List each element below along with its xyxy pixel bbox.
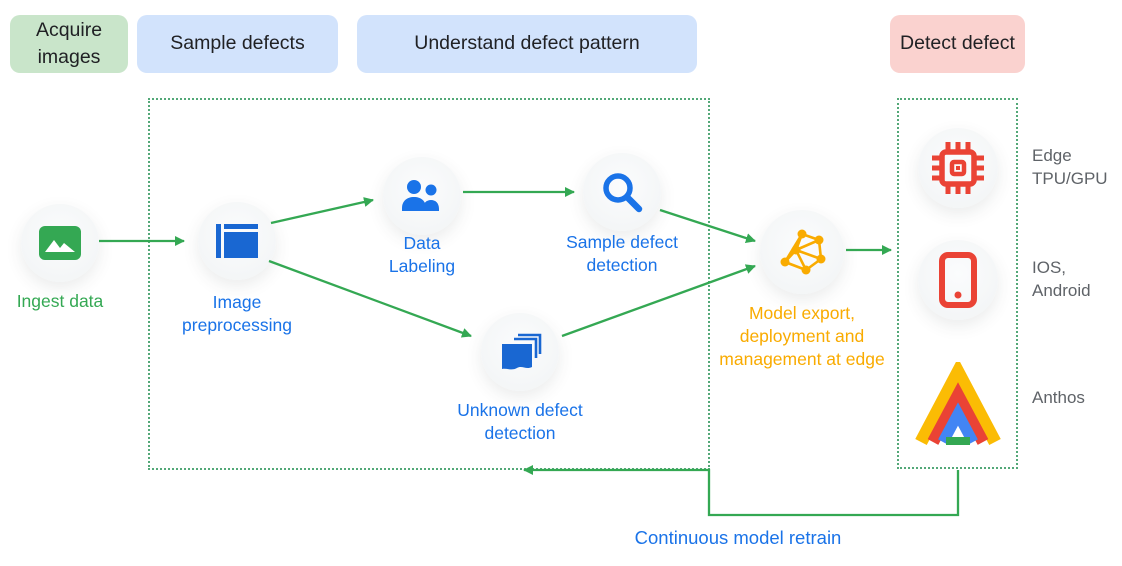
target-label-ios-android: IOS, Android — [1032, 258, 1091, 301]
stage-badge-sample-defects: Sample defects — [137, 15, 338, 73]
smartphone-icon — [939, 252, 977, 308]
stage-badge-label: Understand defect pattern — [414, 32, 640, 55]
node-label-image-preprocessing: Image preprocessing — [182, 292, 292, 336]
chip-icon — [932, 142, 984, 194]
window-frame-icon — [216, 224, 258, 258]
stage-badge-acquire-images: Acquire images — [10, 15, 128, 73]
node-model-export-deployment — [760, 210, 844, 294]
stage-badge-label: Acquire images — [35, 18, 103, 68]
node-label-ingest-data: Ingest data — [16, 291, 104, 311]
node-label-unknown-defect-detection: Unknown defect detection — [457, 400, 583, 444]
deployment-targets-group-box — [897, 98, 1018, 469]
node-label-data-labeling: Data Labeling — [388, 233, 456, 277]
stage-badge-detect-defect: Detect defect — [890, 15, 1025, 73]
stage-badge-understand-defect-pattern: Understand defect pattern — [357, 15, 697, 73]
anthos-logo — [915, 358, 1001, 446]
stage-badge-label: Detect defect — [900, 32, 1015, 55]
target-ios-android — [918, 240, 998, 320]
people-icon — [402, 180, 439, 211]
search-icon — [603, 173, 643, 213]
node-image-preprocessing — [198, 202, 276, 280]
target-label-edge-tpu-gpu: Edge TPU/GPU — [1032, 146, 1108, 189]
arrow-continuous-model-retrain — [523, 465, 960, 517]
node-ingest-data — [21, 204, 99, 282]
stage-badge-label: Sample defects — [170, 32, 305, 55]
network-graph-icon — [780, 229, 826, 275]
target-anthos — [912, 358, 1004, 448]
node-label-model-export: Model export, deployment and management … — [719, 303, 885, 370]
node-label-sample-defect-detection: Sample defect detection — [566, 232, 678, 276]
node-sample-defect-detection — [583, 153, 661, 231]
image-icon — [39, 226, 81, 260]
target-label-anthos: Anthos — [1032, 388, 1085, 407]
target-edge-tpu-gpu — [918, 128, 998, 208]
continuous-model-retrain-label: Continuous model retrain — [634, 527, 842, 548]
documents-icon — [502, 333, 542, 370]
node-data-labeling — [383, 157, 461, 235]
node-unknown-defect-detection — [481, 313, 559, 391]
